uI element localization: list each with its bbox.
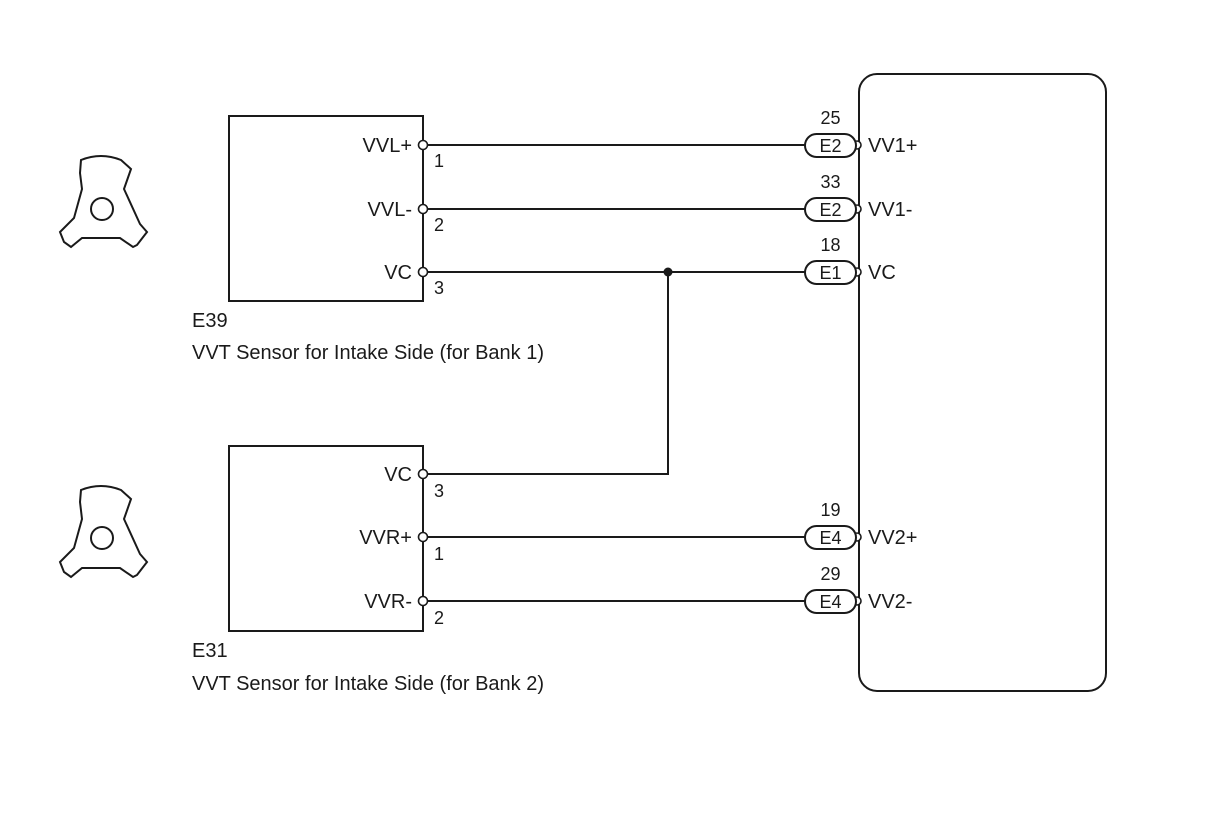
ecm-connection-vc: E1 18 VC — [804, 235, 896, 285]
sensor1-terminal-label: VVL- — [368, 199, 412, 221]
terminal-vvl-minus — [417, 203, 429, 215]
ecm-terminal-label: VC — [868, 262, 896, 284]
ecm-connection-vv1-plus: E2 25 VV1+ — [804, 108, 917, 158]
sensor1-terminal-pin: 2 — [434, 215, 444, 235]
timing-rotor-icon-bank1 — [58, 155, 149, 249]
ecm-terminal-label: VV1+ — [868, 135, 917, 157]
splice-node — [663, 267, 673, 277]
wire-vc-bank2 — [427, 272, 669, 475]
ecm-terminal-label: VV2- — [868, 591, 912, 613]
ecm-pin-number: 19 — [820, 500, 840, 520]
sensor2-terminal-label: VC — [384, 464, 412, 486]
terminal-vc-bank1 — [417, 266, 429, 278]
ecm-terminal-label: VV1- — [868, 199, 912, 221]
ecm-connector-code: E1 — [819, 263, 841, 283]
sensor2-terminal-pin: 2 — [434, 608, 444, 628]
sensor1-name: VVT Sensor for Intake Side (for Bank 1) — [192, 342, 544, 364]
ecm-pin-number: 33 — [820, 172, 840, 192]
sensor1-terminal-pin: 1 — [434, 151, 444, 171]
ecm-connection-vv2-minus: E4 29 VV2- — [804, 564, 912, 614]
ecm-pin-number: 25 — [820, 108, 840, 128]
ecm-connector-code: E2 — [819, 200, 841, 220]
ecm-pin-number: 29 — [820, 564, 840, 584]
sensor2-terminal-label: VVR- — [364, 591, 412, 613]
timing-rotor-icon-bank2 — [58, 485, 149, 579]
sensor1-terminal-label: VC — [384, 262, 412, 284]
sensor1-terminal-label: VVL+ — [363, 135, 412, 157]
terminal-vvr-minus — [417, 595, 429, 607]
ecm-terminal-label: VV2+ — [868, 527, 917, 549]
ecm-pin-number: 18 — [820, 235, 840, 255]
terminal-vvl-plus — [417, 139, 429, 151]
sensor2-terminal-pin: 3 — [434, 481, 444, 501]
ecm-connector-code: E4 — [819, 528, 841, 548]
ecm-box — [858, 73, 1107, 692]
sensor1-code: E39 — [192, 310, 228, 332]
sensor2-terminal-label: VVR+ — [359, 527, 412, 549]
sensor2-code: E31 — [192, 640, 228, 662]
sensor2-terminal-pin: 1 — [434, 544, 444, 564]
ecm-connector-code: E2 — [819, 136, 841, 156]
ecm-connection-vv2-plus: E4 19 VV2+ — [804, 500, 917, 550]
sensor2-name: VVT Sensor for Intake Side (for Bank 2) — [192, 673, 544, 695]
terminal-vvr-plus — [417, 531, 429, 543]
terminal-vc-bank2 — [417, 468, 429, 480]
sensor1-terminal-pin: 3 — [434, 278, 444, 298]
ecm-connection-vv1-minus: E2 33 VV1- — [804, 172, 912, 222]
ecm-connector-code: E4 — [819, 592, 841, 612]
